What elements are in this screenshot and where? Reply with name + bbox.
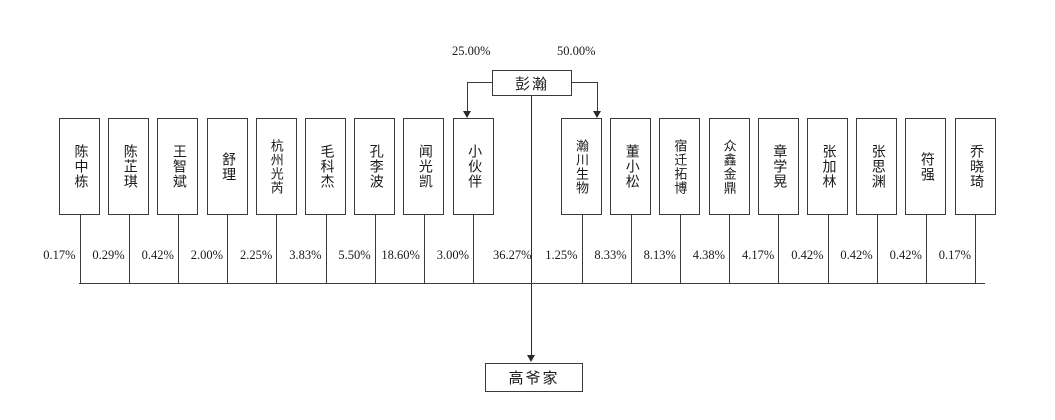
shareholder-drop-line <box>679 215 681 283</box>
shareholder-percentage: 3.00% <box>436 248 470 262</box>
shareholder-drop-line <box>79 215 81 283</box>
shareholder-label: 符强 <box>918 151 934 182</box>
top-entity-label: 彭瀚 <box>514 76 549 93</box>
shareholder-box: 符强 <box>905 118 947 215</box>
shareholder-drop-line <box>630 215 632 283</box>
shareholder-drop-line <box>423 215 425 283</box>
shareholder-percentage: 0.29% <box>92 248 125 262</box>
shareholder-drop-line <box>177 215 179 283</box>
shareholder-box: 张加林 <box>807 118 848 215</box>
shareholder-box: 章学晃 <box>757 118 799 215</box>
shareholder-drop-line <box>925 215 927 283</box>
top-left-bracket-vertical <box>467 82 468 113</box>
shareholder-percentage: 8.13% <box>643 248 676 262</box>
shareholder-drop-line <box>581 215 583 283</box>
shareholder-label: 章学晃 <box>771 144 787 189</box>
shareholder-label: 张加林 <box>820 144 836 189</box>
shareholder-label: 众鑫金鼎 <box>721 138 737 195</box>
shareholder-percentage: 8.33% <box>594 248 627 262</box>
top-left-bracket-horizontal <box>467 82 492 83</box>
shareholder-label: 小伙伴 <box>466 144 482 189</box>
top-left-percentage: 25.00% <box>452 44 491 58</box>
shareholder-drop-line <box>227 215 229 283</box>
shareholder-percentage: 2.00% <box>190 248 224 262</box>
shareholder-label: 陈芷琪 <box>121 144 137 189</box>
shareholder-drop-line <box>975 215 977 283</box>
top-right-bracket-horizontal <box>572 82 597 83</box>
shareholder-drop-line <box>778 215 780 283</box>
shareholder-drop-line <box>827 215 829 283</box>
shareholder-label: 宿迁拓博 <box>672 138 688 195</box>
shareholder-box: 毛科杰 <box>305 118 346 215</box>
shareholder-label: 毛科杰 <box>318 144 334 189</box>
shareholder-percentage: 18.60% <box>381 248 420 262</box>
shareholder-percentage: 2.25% <box>240 248 273 262</box>
shareholder-percentage: 0.17% <box>938 248 972 262</box>
shareholder-box: 董小松 <box>610 118 652 215</box>
shareholder-percentage: 5.50% <box>338 248 371 262</box>
shareholder-label: 陈中栋 <box>72 144 88 189</box>
shareholder-percentage: 0.42% <box>141 248 174 262</box>
shareholder-drop-line <box>374 215 376 283</box>
shareholder-label: 孔李波 <box>367 144 383 189</box>
top-entity-box: 彭瀚 <box>492 70 572 96</box>
shareholder-label: 舒理 <box>220 151 236 182</box>
shareholder-percentage: 1.25% <box>545 248 578 262</box>
shareholder-box: 陈芷琪 <box>108 118 150 215</box>
shareholder-percentage: 0.42% <box>791 248 824 262</box>
shareholder-percentage: 4.17% <box>742 248 775 262</box>
shareholder-drop-line <box>473 215 475 283</box>
shareholder-drop-line <box>325 215 327 283</box>
shareholder-box: 舒理 <box>206 118 248 215</box>
shareholder-label: 王智斌 <box>170 144 186 189</box>
shareholder-label: 乔晓琦 <box>968 144 984 189</box>
shareholder-label: 杭州光芮 <box>268 138 284 195</box>
shareholder-box: 小伙伴 <box>452 118 494 215</box>
shareholder-drop-line <box>876 215 878 283</box>
shareholder-box: 众鑫金鼎 <box>708 118 750 215</box>
shareholder-label: 董小松 <box>623 144 639 189</box>
shareholder-box: 孔李波 <box>354 118 396 215</box>
ownership-bus-line <box>79 283 985 284</box>
shareholder-box: 张思渊 <box>856 118 898 215</box>
direct-ownership-line <box>531 96 532 360</box>
shareholder-percentage: 3.83% <box>289 248 322 262</box>
shareholder-box: 陈中栋 <box>59 118 100 215</box>
shareholder-box: 瀚川生物 <box>561 118 602 215</box>
top-right-bracket-vertical <box>597 82 598 113</box>
shareholder-label: 张思渊 <box>869 144 885 189</box>
shareholder-percentage: 4.38% <box>692 248 726 262</box>
shareholder-percentage: 0.42% <box>840 248 873 262</box>
bottom-arrowhead <box>527 355 535 362</box>
top-right-arrowhead <box>593 111 601 118</box>
bottom-entity-label: 高爷家 <box>508 371 560 387</box>
shareholder-label: 瀚川生物 <box>574 138 589 195</box>
shareholder-percentage: 0.17% <box>43 248 76 262</box>
bottom-entity-box: 高爷家 <box>485 363 583 392</box>
shareholder-box: 王智斌 <box>157 118 199 215</box>
direct-percentage: 36.27% <box>493 248 532 262</box>
shareholder-drop-line <box>729 215 731 283</box>
shareholder-drop-line <box>276 215 278 283</box>
shareholder-percentage: 0.42% <box>889 248 922 262</box>
shareholder-label: 闻光凯 <box>416 144 432 189</box>
shareholder-box: 乔晓琦 <box>954 118 996 215</box>
top-right-percentage: 50.00% <box>557 44 596 58</box>
shareholder-drop-line <box>128 215 130 283</box>
shareholder-box: 杭州光芮 <box>255 118 297 215</box>
shareholder-box: 宿迁拓博 <box>659 118 701 215</box>
top-left-arrowhead <box>463 111 471 118</box>
shareholder-box: 闻光凯 <box>403 118 445 215</box>
